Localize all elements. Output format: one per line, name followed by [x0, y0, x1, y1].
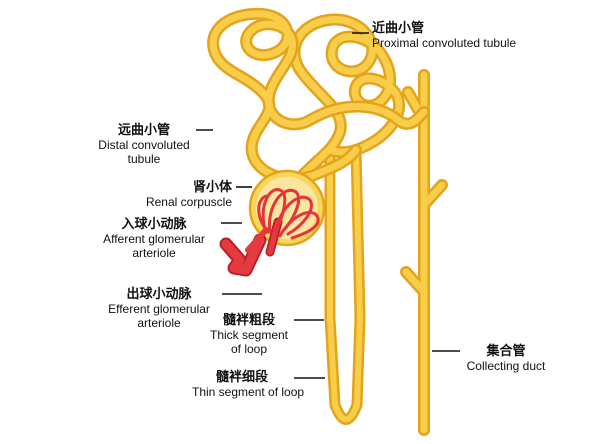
proximal-convoluted-tubule: [288, 13, 406, 184]
collecting-duct: [400, 69, 448, 436]
label-distal-en1: Distal convoluted: [98, 138, 190, 152]
label-efferent: 出球小动脉 Efferent glomerular arteriole: [98, 287, 220, 331]
label-collecting: 集合管 Collecting duct: [456, 344, 556, 374]
label-distal-en2: tubule: [127, 152, 161, 166]
label-afferent-zh: 入球小动脉: [121, 217, 187, 232]
label-afferent-en2: arteriole: [132, 246, 176, 260]
label-renal-zh: 肾小体: [192, 180, 232, 195]
label-efferent-en1: Efferent glomerular: [108, 302, 210, 316]
label-collecting-zh: 集合管: [486, 344, 526, 359]
distal-convoluted-tubule: [207, 7, 430, 185]
label-renal: 肾小体 Renal corpuscle: [128, 180, 232, 210]
label-thin-zh: 髓袢细段: [215, 370, 268, 385]
label-afferent: 入球小动脉 Afferent glomerular arteriole: [90, 217, 218, 261]
label-thick-en1: Thick segment: [209, 328, 289, 342]
label-thick-zh: 髓袢粗段: [222, 313, 275, 328]
label-afferent-en1: Afferent glomerular: [103, 232, 205, 246]
label-collecting-en: Collecting duct: [466, 359, 546, 373]
label-distal: 远曲小管 Distal convoluted tubule: [96, 123, 192, 167]
label-distal-zh: 远曲小管: [117, 123, 170, 138]
label-renal-en: Renal corpuscle: [145, 195, 232, 209]
loop-of-henle: [324, 144, 366, 425]
leader-lines: [196, 32, 460, 379]
glomerulus: [257, 188, 320, 240]
label-thick: 髓袢粗段 Thick segment of loop: [206, 313, 292, 357]
label-efferent-zh: 出球小动脉: [126, 287, 192, 302]
label-thick-en2: of loop: [230, 342, 268, 356]
label-proximal: 近曲小管 Proximal convoluted tubule: [372, 21, 517, 51]
label-proximal-en: Proximal convoluted tubule: [372, 36, 517, 50]
label-proximal-zh: 近曲小管: [372, 21, 425, 36]
label-thin: 髓袢细段 Thin segment of loop: [192, 370, 305, 400]
afferent-arteriole: [219, 227, 269, 277]
label-thin-en: Thin segment of loop: [192, 385, 305, 399]
label-efferent-en2: arteriole: [137, 316, 181, 330]
